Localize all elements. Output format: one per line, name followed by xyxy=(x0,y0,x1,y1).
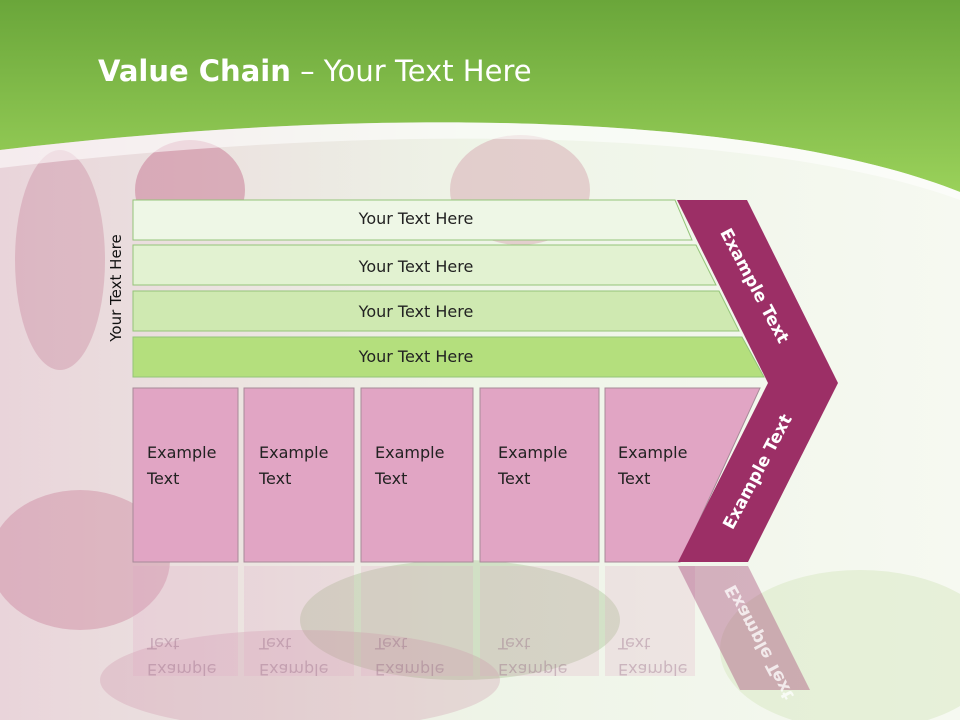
side-axis-label: Your Text Here xyxy=(107,234,125,342)
box-3 xyxy=(360,387,474,563)
reflection xyxy=(133,566,695,676)
slide-title: Value Chain – Your Text Here xyxy=(98,54,532,88)
box-2-label: Example Text xyxy=(259,443,329,488)
title-bold: Value Chain xyxy=(98,54,291,88)
box-1 xyxy=(132,387,239,563)
box-5-reflection: Example Text xyxy=(618,634,688,679)
box-2 xyxy=(243,387,355,563)
box-5-label: Example Text xyxy=(618,443,688,488)
row-2-label: Your Text Here xyxy=(358,257,474,276)
row-1-label: Your Text Here xyxy=(358,209,474,228)
row-2-bar xyxy=(132,244,717,286)
box-2-reflection: Example Text xyxy=(259,634,329,679)
box-1-reflection: Example Text xyxy=(147,634,217,679)
row-1-bar xyxy=(132,199,693,241)
box-4-reflection: Example Text xyxy=(498,634,568,679)
box-4 xyxy=(479,387,600,563)
chevron-top xyxy=(677,200,838,383)
chevron-bottom xyxy=(678,383,838,562)
box-1-label: Example Text xyxy=(147,443,217,488)
row-3-bar xyxy=(132,290,740,332)
title-rest: – Your Text Here xyxy=(290,54,532,88)
box-4-label: Example Text xyxy=(498,443,568,488)
chevron-reflection xyxy=(678,566,810,690)
row-3-label: Your Text Here xyxy=(358,302,474,321)
row-4-label: Your Text Here xyxy=(358,347,474,366)
row-4-bar xyxy=(132,336,765,378)
box-3-reflection: Example Text xyxy=(375,634,445,679)
box-3-label: Example Text xyxy=(375,443,445,488)
